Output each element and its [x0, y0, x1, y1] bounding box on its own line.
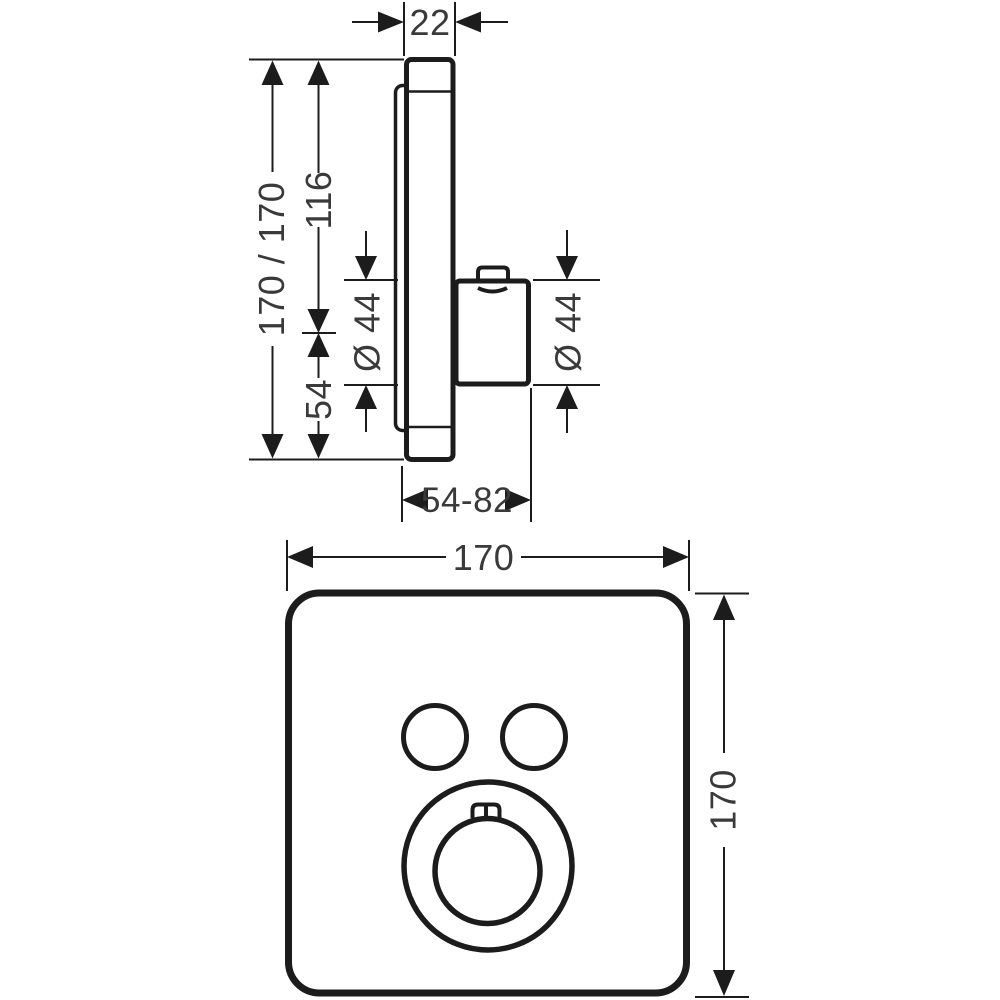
dim-depth-22: 22 [352, 2, 508, 56]
arrow-left-icon [455, 11, 481, 33]
select-button-left [401, 703, 469, 771]
dim-diameter-44-right: Ø 44 [533, 230, 600, 433]
arrow-up-icon [355, 385, 377, 409]
arrow-right-icon [663, 546, 689, 568]
escutcheon-plate-side [404, 57, 456, 462]
grip-tab-front [470, 802, 502, 818]
dim-label-depth: 22 [409, 2, 450, 43]
arrow-down-icon [556, 256, 578, 280]
product-front [285, 589, 690, 997]
dim-54: 54 [298, 333, 339, 459]
arrow-right-icon [378, 11, 404, 33]
arrow-up-icon [713, 594, 735, 620]
dim-width-170: 170 [286, 537, 690, 591]
arrow-up-icon [261, 60, 284, 85]
dim-height-170-170: 170 / 170 [249, 58, 404, 461]
arrow-down-icon [261, 434, 284, 459]
arrow-up-icon [556, 385, 578, 409]
arrow-up-icon [307, 333, 330, 357]
thermostat-ring-outer [401, 779, 575, 953]
thermostat-handle-side [453, 278, 531, 387]
grip-tab-side [476, 265, 510, 279]
arrow-left-icon [287, 546, 313, 568]
dim-label-width: 170 [453, 537, 515, 578]
dim-diameter-44-left: Ø 44 [344, 231, 398, 432]
dim-label-height: 170 [703, 769, 744, 831]
arrow-down-icon [307, 434, 330, 459]
front-view: 170 170 [285, 537, 749, 998]
product-side [393, 57, 531, 462]
handle-bevel-arc [477, 286, 508, 294]
dim-install-depth-54-82: 54-82 [401, 388, 532, 522]
dim-label-54: 54 [298, 379, 339, 420]
dim-116: 116 [298, 60, 339, 334]
dim-label-116: 116 [298, 171, 339, 230]
thermostat-knob-inner [432, 815, 543, 927]
arrow-left-icon [402, 489, 428, 511]
side-view: 22 170 / 170 116 54 [249, 2, 600, 522]
dim-label-diameter-right: Ø 44 [548, 292, 589, 372]
arrow-down-icon [355, 256, 377, 280]
dim-label-total-height: 170 / 170 [251, 182, 292, 337]
dim-height-170: 170 [695, 592, 749, 998]
select-button-right [500, 703, 568, 771]
dim-label-diameter-left: Ø 44 [347, 292, 388, 372]
escutcheon-plate-front [285, 589, 690, 997]
arrow-right-icon [505, 489, 531, 511]
arrow-down-icon [713, 970, 735, 996]
dim-label-install-depth: 54-82 [421, 481, 513, 520]
arrow-down-icon [307, 309, 330, 333]
arrow-up-icon [307, 60, 330, 85]
